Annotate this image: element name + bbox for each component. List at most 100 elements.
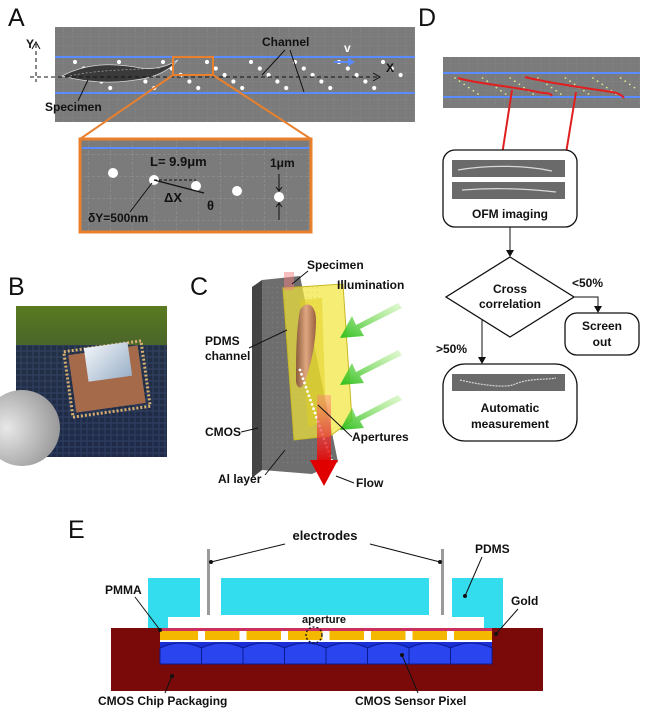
pdms-label-e: PDMS (475, 542, 510, 556)
d-specimen-2 (524, 76, 625, 99)
aperture-dot (204, 59, 210, 65)
aperture-dot (248, 59, 254, 65)
gold-aperture (281, 631, 288, 640)
packaging-dot (170, 674, 174, 678)
aperture-dot (363, 79, 368, 84)
aperture-dot (160, 59, 166, 65)
pixel-dot (400, 653, 404, 657)
illumination-arrow-3 (340, 395, 402, 430)
sensor-pixel (325, 642, 368, 665)
aperture-dot (328, 85, 333, 91)
gold-label: Gold (511, 594, 538, 608)
flow-right-head (594, 306, 602, 313)
d-aperture-dot (628, 83, 631, 86)
delta-x-label: ΔX (164, 190, 182, 205)
flow-1-head (506, 250, 514, 257)
auto-label-1: Automatic (481, 401, 540, 415)
gold-aperture (447, 631, 454, 640)
flow-arrowhead (310, 460, 338, 486)
d-aperture-dot (481, 77, 484, 79)
d-aperture-dot (532, 93, 535, 95)
screen-label-2: out (593, 335, 612, 349)
specimen-leader-c (291, 270, 309, 285)
lt50-label: <50% (572, 276, 603, 290)
channel-label: Channel (262, 35, 309, 49)
zoom-source-box (172, 56, 214, 76)
pdms-leader (248, 329, 288, 349)
delta-y-leader (129, 182, 153, 213)
cmos-slab-side (252, 280, 262, 478)
chip-packaging (111, 628, 543, 691)
d-aperture-dot (523, 86, 525, 89)
aperture-dot (231, 79, 236, 84)
cmos-aperture (303, 381, 306, 385)
auto-image (452, 374, 565, 391)
gt50-label: >50% (436, 342, 467, 356)
cmos-aperture (300, 372, 303, 376)
velocity-label: v (344, 41, 351, 55)
pmma-label: PMMA (105, 583, 142, 597)
illumination-label: Illumination (337, 278, 404, 292)
flow-right (574, 296, 599, 310)
gold-leader (495, 608, 519, 635)
aperture-dot (380, 59, 386, 65)
pdms-right (452, 578, 503, 628)
cmos-aperture (307, 394, 311, 398)
theta-label: θ (207, 198, 214, 213)
d-aperture-dot (463, 83, 466, 86)
panel-a-label: A (8, 4, 25, 32)
panel-e-label: E (68, 516, 85, 544)
zoom-aperture-3 (191, 181, 201, 191)
pmma-leader (134, 596, 161, 631)
d-aperture-dot (477, 93, 479, 95)
d-aperture-dot (619, 77, 622, 79)
flow-leader (335, 475, 355, 484)
sensor-pixel (159, 642, 202, 665)
d-aperture-dot (592, 77, 594, 79)
pmma-dot (158, 628, 162, 632)
d-aperture-dot (559, 93, 562, 95)
d-aperture-dot (504, 93, 507, 95)
sensor-pixel (450, 642, 493, 665)
aperture-dot (354, 72, 359, 78)
size-arrowhead-bottom (275, 202, 283, 208)
d-aperture-dot (500, 89, 502, 92)
aperture-label-e: aperture (302, 614, 346, 626)
cmos-leader (240, 427, 259, 433)
aperture-dot (240, 85, 245, 91)
panel-c-label: C (190, 273, 208, 301)
delta-y-label: δY=500nm (88, 211, 148, 225)
zoom-line-right (212, 74, 312, 140)
cmos-aperture (306, 390, 309, 393)
electrode-dot-right (438, 560, 442, 564)
channel-leader-1 (261, 49, 286, 76)
aperture-dot (301, 66, 306, 71)
flow-label: Flow (356, 476, 384, 490)
panel-d: D OFM imaging Cross correlation <50% Scr… (418, 4, 640, 442)
specimen-worm (296, 304, 316, 388)
gold-aperture (239, 631, 247, 640)
sensor-pixel (284, 642, 327, 665)
cmos-aperture (312, 407, 315, 411)
d-aperture-dot (633, 86, 636, 89)
channel-leader-2 (289, 49, 305, 93)
aperture-dot (222, 72, 227, 78)
d-aperture-dot (555, 89, 558, 92)
panel-e: E electrodes PDMS PMMA Gold apertur (68, 516, 543, 708)
packaging-label: CMOS Chip Packaging (98, 694, 227, 708)
x-axis-label: X (386, 61, 394, 75)
aperture-dot (108, 85, 113, 91)
screen-label-1: Screen (582, 319, 622, 333)
aperture-dot (266, 72, 271, 78)
electrode-left (207, 549, 210, 615)
aperture-dot (196, 85, 201, 91)
d-channel-grid (443, 57, 640, 108)
d-aperture-dot (596, 80, 599, 83)
d-aperture-dot (513, 80, 516, 83)
screen-out-box (564, 312, 640, 356)
apertures-label: Apertures (352, 430, 409, 444)
d-aperture-dot (550, 86, 553, 89)
panel-b: B (0, 273, 167, 466)
sensor-pixel (408, 642, 451, 665)
d-aperture-dot (472, 89, 475, 92)
